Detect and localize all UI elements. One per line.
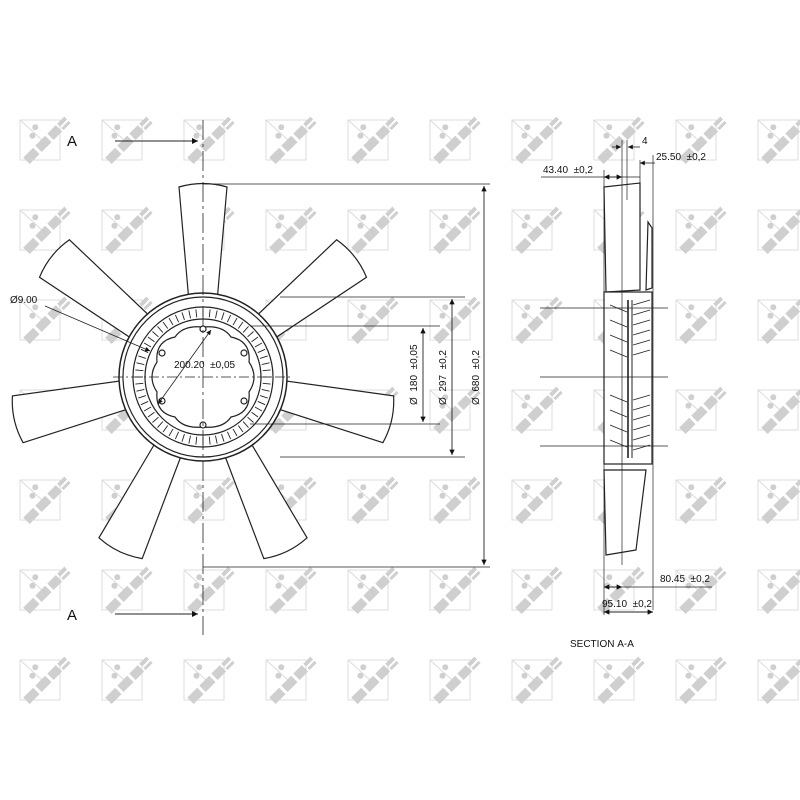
section-hatch-fins [609,299,651,451]
depth-a-label: 43.40 ±0,2 [543,165,593,176]
bolt-circle-dim-line [157,329,212,405]
side-extension-lines [603,140,654,615]
diameter-680-label: Ø 680 ±0,2 [471,350,482,405]
section-mark-bottom: A [67,607,78,624]
thickness-label: 4 [642,136,648,147]
width-a-label: 80.45 ±0,2 [660,574,710,585]
hole-diameter-leader [44,305,151,352]
section-mark-top: A [67,133,78,150]
diameter-297-label: Ø 297 ±0,2 [438,350,449,405]
bolt-circle-label: 200.20 ±0,05 [174,360,236,371]
diameter-180-label: Ø 180 ±0,05 [409,344,420,405]
depth-b-label: 25.50 ±0,2 [656,152,706,163]
width-b-label: 95.10 ±0,2 [602,599,652,610]
side-view-section [540,140,712,615]
hole-diameter-label: Ø9.00 [10,295,38,306]
section-title: SECTION A-A [570,639,634,650]
dimension-extension-lines [203,183,490,568]
